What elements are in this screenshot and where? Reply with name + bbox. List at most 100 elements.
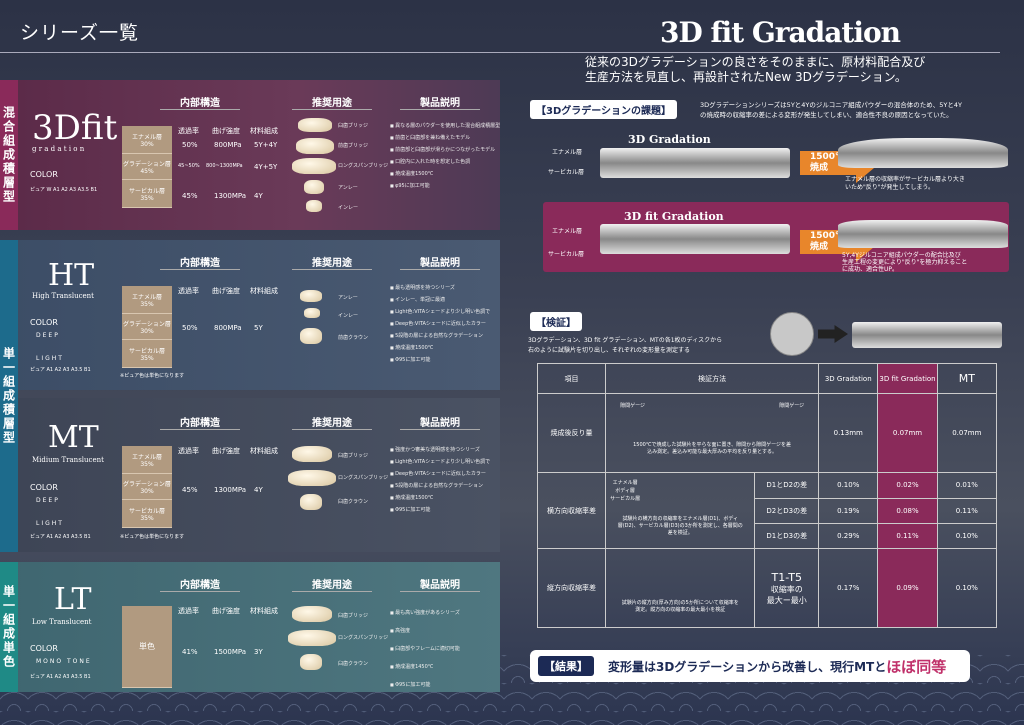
note: ※ピュア色は単色になります xyxy=(120,373,185,379)
tooth-image xyxy=(292,606,332,622)
use-item: 臼歯ブリッジ xyxy=(338,453,369,459)
logo-3dfit: 3Dfit xyxy=(32,108,118,148)
logo-ht: HT xyxy=(48,258,95,293)
logo-lt: LT xyxy=(54,582,92,617)
val: 41% xyxy=(182,648,198,656)
val: 0.08% xyxy=(877,497,938,524)
val: 0.07mm xyxy=(877,393,938,474)
color-label: COLOR xyxy=(30,170,58,179)
val: 5Y+4Y xyxy=(254,141,278,149)
col-struct: 内部構造 xyxy=(160,414,240,430)
result-tag: 【結果】 xyxy=(538,656,594,676)
th-mt: MT xyxy=(936,362,998,395)
th-method: 検証方法 xyxy=(605,362,820,395)
val: 0.09% xyxy=(877,548,938,628)
cervical-label: サービカル層 xyxy=(548,251,585,258)
use-item: 前歯クラウン xyxy=(338,335,369,341)
feature-list: 異なる層のパウダーを使用した混合組成積層型前歯と臼歯部を兼ね備えたモデル前歯部と… xyxy=(390,120,500,192)
val: 45% xyxy=(182,486,198,494)
val: 5Y xyxy=(254,324,263,332)
light-label: LIGHT xyxy=(36,520,64,527)
item-vertical: 縦方向収縮率差 xyxy=(536,548,607,628)
tooth-image xyxy=(292,446,332,462)
hd-trans: 透過率 xyxy=(178,447,199,455)
val: 3Y xyxy=(254,648,263,656)
val: 0.17% xyxy=(818,548,879,628)
issue-desc: 3Dグラデーションシリーズは5Yと4Yのジルコニア組成パウダーの混合体のため、5… xyxy=(700,101,962,119)
subtitle: 従来の3Dグラデーションの良さをそのままに、原材料配合及び生産方法を見直し、再設… xyxy=(585,55,926,84)
verify-table: 項目 検証方法 3D Gradation 3D fit Gradation MT… xyxy=(536,362,998,628)
tooth-image xyxy=(300,654,322,670)
arrow-icon xyxy=(818,325,848,343)
use-item: インレー xyxy=(338,313,359,319)
logo-mt: MT xyxy=(48,420,99,455)
use-item: 臼歯クラウン xyxy=(338,661,369,667)
side-label-single: 単一組成積層型 xyxy=(0,240,18,552)
divider xyxy=(0,52,1000,53)
val: 0.13mm xyxy=(818,393,879,474)
use-item: アンレー xyxy=(338,185,358,191)
hd-flex: 曲げ強度 xyxy=(212,287,240,295)
side-label-mixed: 混合組成積層型 xyxy=(0,80,18,230)
color-label: COLOR xyxy=(30,644,58,653)
th-3dfit: 3D fit Gradation xyxy=(877,362,938,395)
tooth-image xyxy=(300,494,322,510)
light-label: LIGHT xyxy=(36,355,64,362)
hd-trans: 透過率 xyxy=(178,607,199,615)
disc-image xyxy=(770,312,814,356)
val: 45% xyxy=(182,192,198,200)
color-label: COLOR xyxy=(30,318,58,327)
layer-mono: 単色 xyxy=(122,606,172,688)
hd-flex: 曲げ強度 xyxy=(212,127,240,135)
shade-list: ピュア A1 A2 A3 A3.5 B1 xyxy=(30,367,91,373)
val: 1500MPa xyxy=(214,648,247,656)
method-vertical: 試験片の縦方向(厚み方向)の5か所について収縮率を測定。縦方向の収縮率の最大最小… xyxy=(605,548,756,628)
enamel-label: エナメル層 xyxy=(552,149,583,156)
tooth-image xyxy=(306,200,322,212)
hd-comp: 材料組成 xyxy=(250,287,278,295)
shade-list: ピュア A1 A2 A3 A3.5 B1 xyxy=(30,534,91,540)
sample-bar xyxy=(600,224,790,254)
col-struct: 内部構造 xyxy=(160,94,240,110)
col-desc: 製品説明 xyxy=(400,94,480,110)
tooth-image xyxy=(296,138,334,154)
val: 50% xyxy=(182,141,198,149)
use-item: インレー xyxy=(338,205,359,211)
th-item: 項目 xyxy=(536,362,607,395)
mono-label: MONO TONE xyxy=(36,658,92,665)
enamel-label: エナメル層 xyxy=(552,228,583,235)
val: 800MPa xyxy=(214,141,242,149)
col-struct: 内部構造 xyxy=(160,254,240,270)
th-3d: 3D Gradation xyxy=(818,362,879,395)
col-use: 推奨用途 xyxy=(292,94,372,110)
feature-list: 強度かつ審美な透明感を持つシリーズLight色:VITAシェードより少し明い色調… xyxy=(390,444,490,516)
val: 0.10% xyxy=(936,548,998,628)
deep-label: DEEP xyxy=(36,497,60,504)
warped-bar xyxy=(838,138,1008,168)
logo-sub: g r a d a t i o n xyxy=(32,145,85,153)
hd-flex: 曲げ強度 xyxy=(212,447,240,455)
deep-label: DEEP xyxy=(36,332,60,339)
val: 0.02% xyxy=(877,472,938,499)
fit-outcome: 5Y,4Yジルコニア組成パウダーの配合比及び生産工程の変更により"反り"を極力抑… xyxy=(842,252,968,273)
val: 4Y+5Y xyxy=(254,163,278,171)
val: 0.11% xyxy=(936,497,998,524)
tooth-image xyxy=(304,180,324,194)
col-desc: 製品説明 xyxy=(400,254,480,270)
specimen-bar xyxy=(852,322,1002,348)
verify-tag: 【検証】 xyxy=(530,312,582,331)
col-use: 推奨用途 xyxy=(292,576,372,592)
col-use: 推奨用途 xyxy=(292,414,372,430)
val: 800MPa xyxy=(214,324,242,332)
sample-bar xyxy=(600,148,790,178)
shade-list: ピュア W A1 A2 A3 A3.5 B1 xyxy=(30,187,98,193)
diff-label: D1とD2の差 xyxy=(754,472,820,499)
result-box: 【結果】 変形量は3Dグラデーションから改善し、現行MTと ほぼ同等 xyxy=(530,650,970,682)
use-item: 前歯ブリッジ xyxy=(338,143,369,149)
